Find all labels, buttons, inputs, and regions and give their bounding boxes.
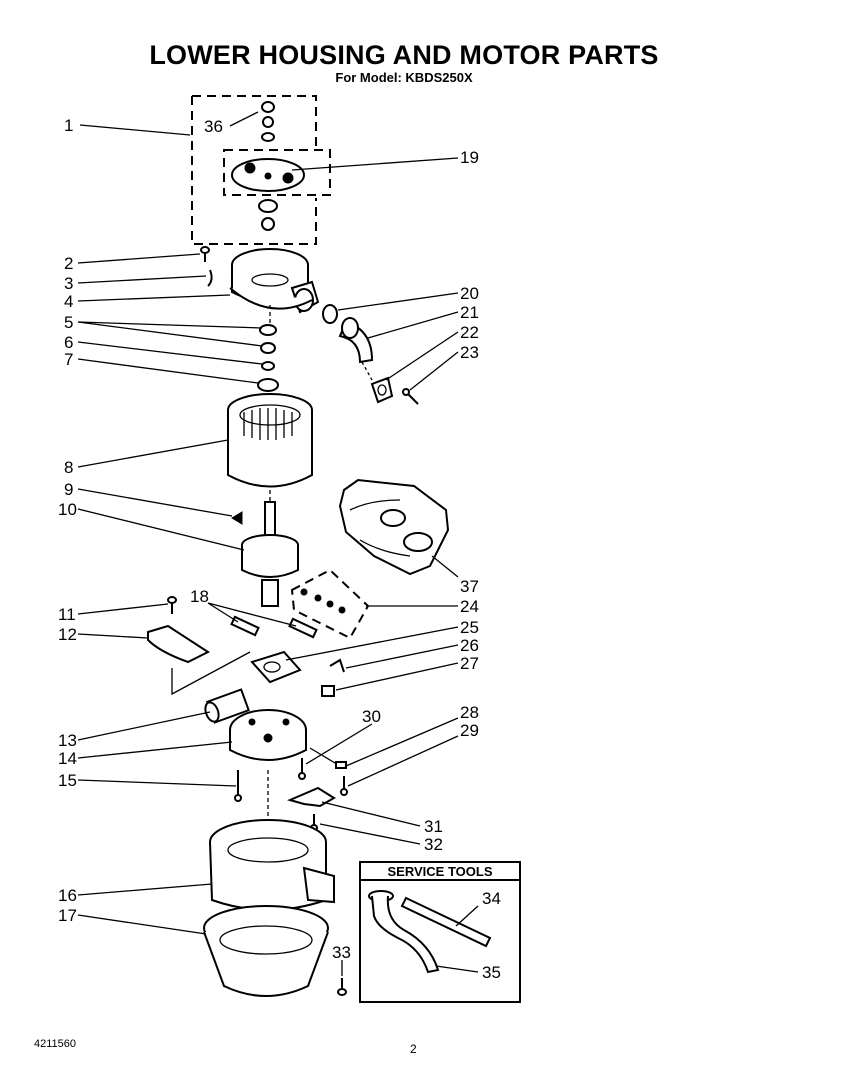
callout-13: 13 [58,731,77,750]
callout-8: 8 [64,458,73,477]
callout-7: 7 [64,350,73,369]
callout-6: 6 [64,333,73,352]
screw-29 [340,776,348,796]
gasket-37 [338,478,450,576]
leader-lines [77,111,479,976]
callout-5: 5 [64,313,73,332]
callout-4: 4 [64,292,73,311]
tool-34 [400,896,492,948]
callout-14: 14 [58,749,77,768]
model-subtitle: For Model: KBDS250X [335,70,473,85]
callout-21: 21 [460,303,479,322]
callout-22: 22 [460,323,479,342]
plate-12 [147,624,211,664]
end-bell-14 [229,709,307,761]
callout-20: 20 [460,284,479,303]
callout-19: 19 [460,148,479,167]
callout-2: 2 [64,254,73,273]
clip-28 [335,761,347,769]
capacitor-13 [204,688,250,724]
screw-30 [298,758,306,780]
page-number: 2 [410,1042,417,1056]
callout-24: 24 [460,597,479,616]
callout-11: 11 [58,605,76,624]
callout-36: 36 [204,117,223,136]
blade-assembly [191,95,331,245]
stator [227,393,313,488]
terminal-block-24 [290,568,370,640]
callout-35: 35 [482,963,501,982]
callout-32: 32 [424,835,443,854]
key-9 [231,511,243,525]
screw-2 [200,246,210,262]
page-title: LOWER HOUSING AND MOTOR PARTS [149,40,659,70]
callout-25: 25 [460,618,479,637]
callout-16: 16 [58,886,77,905]
document-number: 4211560 [34,1038,77,1050]
callout-37: 37 [460,577,479,596]
callout-9: 9 [64,480,73,499]
washers [257,324,279,392]
clip-26 [329,658,345,673]
tool-35 [371,895,440,974]
callout-30: 30 [362,707,381,726]
screw-33 [337,978,347,996]
discharge-parts [322,304,419,405]
callout-12: 12 [58,625,77,644]
service-tools-title: SERVICE TOOLS [388,864,493,879]
callout-29: 29 [460,721,479,740]
rotor-shaft [241,501,299,607]
callout-15: 15 [58,771,77,790]
service-tools-box: SERVICE TOOLS [359,861,521,1003]
callout-17: 17 [58,906,77,925]
callout-26: 26 [460,636,479,655]
switch-27 [321,685,335,697]
callout-27: 27 [460,654,479,673]
bracket-31 [287,786,336,808]
callout-1: 1 [64,116,73,135]
callout-33: 33 [332,943,351,962]
callout-31: 31 [424,817,443,836]
callout-23: 23 [460,343,479,362]
lower-housing-16 [209,819,335,911]
callout-18: 18 [190,587,209,606]
screw-11 [167,596,177,614]
clip-3 [207,269,213,287]
callout-3: 3 [64,274,73,293]
base-shell-17 [203,905,329,997]
callout-numbers: 1 2 3 4 5 6 7 8 9 10 11 12 13 14 15 16 1… [58,116,501,982]
callout-10: 10 [58,500,77,519]
callout-34: 34 [482,889,501,908]
upper-housing [229,248,320,325]
screw-15 [234,770,242,802]
callout-28: 28 [460,703,479,722]
bearing-plate-25 [250,650,302,684]
